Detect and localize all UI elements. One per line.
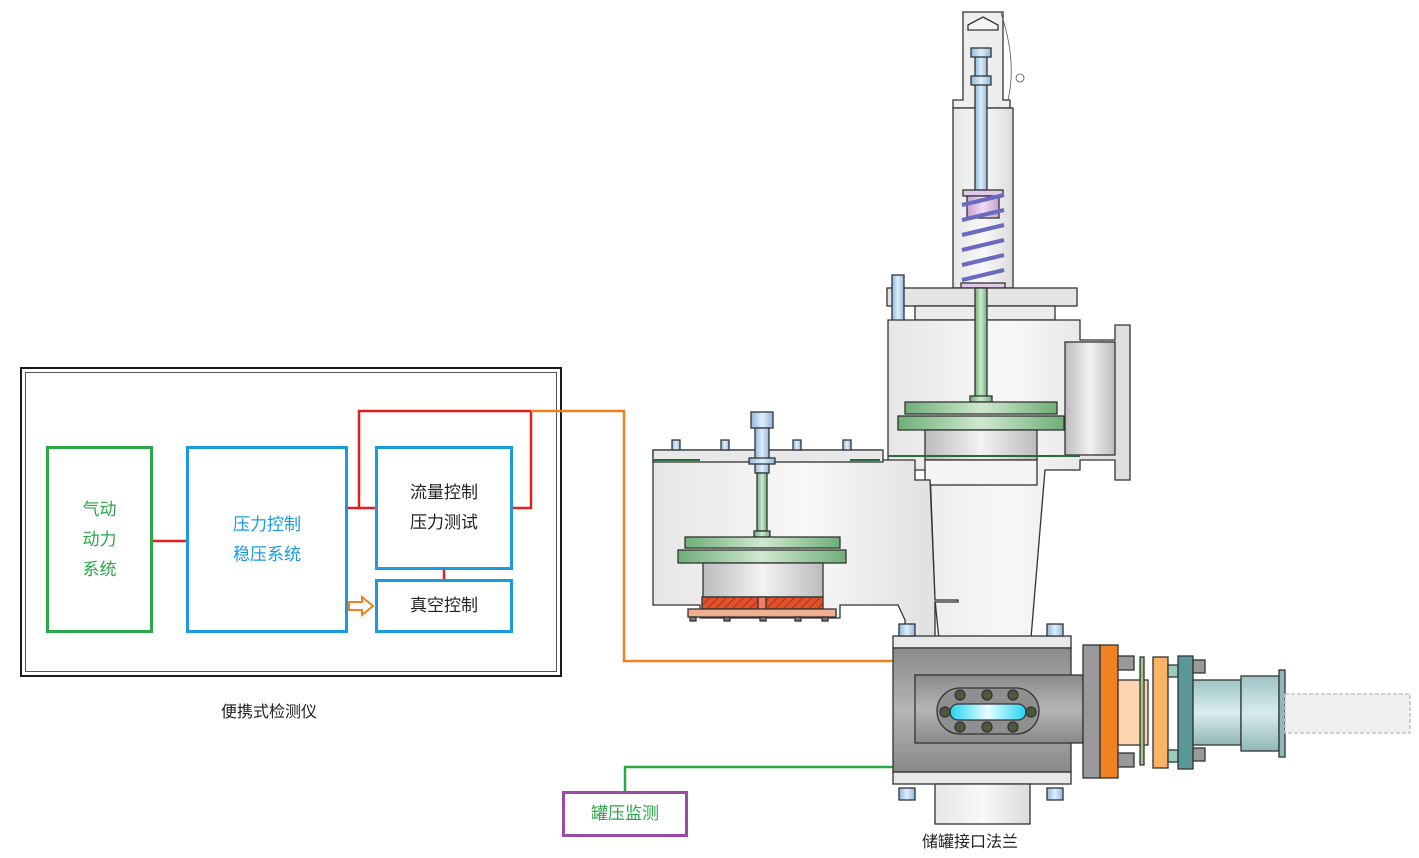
pneumatic-line-1: 气动 [82, 499, 117, 520]
line-orange-to-flange [531, 409, 895, 663]
vacuum-adjust-bolt [750, 411, 774, 429]
instrument-frame-outer [20, 367, 562, 677]
line-green-to-tank-monitor [623, 765, 895, 792]
connector-pipe [1192, 679, 1242, 746]
vacuum-seat [702, 562, 824, 598]
instrument-caption: 便携式检测仪 [221, 702, 318, 721]
tank-monitor-label: 罐压监测 [591, 804, 659, 824]
tank-pressure-monitor-box: 罐压监测 [562, 791, 688, 837]
adjust-rod [974, 54, 988, 191]
flow-test-line-2: 压力测试 [410, 513, 478, 533]
pressure-control-line-1: 压力控制 [233, 514, 301, 535]
pressure-control-line-2: 稳压系统 [233, 544, 301, 565]
pneumatic-power-box: 气动 动力 系统 [46, 446, 153, 633]
pressure-control-box: 压力控制 稳压系统 [186, 446, 348, 633]
cover-bolts [671, 439, 852, 451]
spring-icon [961, 193, 1005, 282]
valve-illustration [652, 11, 1411, 825]
flange-bolts [898, 623, 1064, 801]
flow-pressure-test-box: 流量控制 压力测试 [375, 446, 513, 570]
pressure-pallet-top [904, 401, 1058, 415]
teal-flange [1177, 655, 1194, 770]
pneumatic-line-2: 动力 [82, 529, 117, 550]
vacuum-control-label: 真空控制 [410, 596, 478, 616]
lower-neck [934, 783, 1031, 825]
outlet-flange [1064, 341, 1116, 456]
vacuum-stem [756, 472, 768, 532]
sight-glass-bolts [939, 689, 1037, 733]
orange-arrow [348, 594, 375, 618]
sight-glass-window [949, 703, 1027, 721]
flange-caption: 储罐接口法兰 [922, 832, 1019, 851]
vacuum-pallet-top [684, 536, 841, 549]
instrument-frame-inner [25, 372, 557, 672]
orange-flange [1099, 644, 1119, 779]
hose [1284, 693, 1411, 734]
flow-test-line-1: 流量控制 [410, 483, 478, 503]
pressure-pallet [897, 415, 1065, 431]
vacuum-pallet [677, 549, 847, 564]
vacuum-control-box: 真空控制 [375, 579, 513, 633]
pressure-stem [974, 287, 988, 401]
pneumatic-line-3: 系统 [82, 559, 117, 580]
